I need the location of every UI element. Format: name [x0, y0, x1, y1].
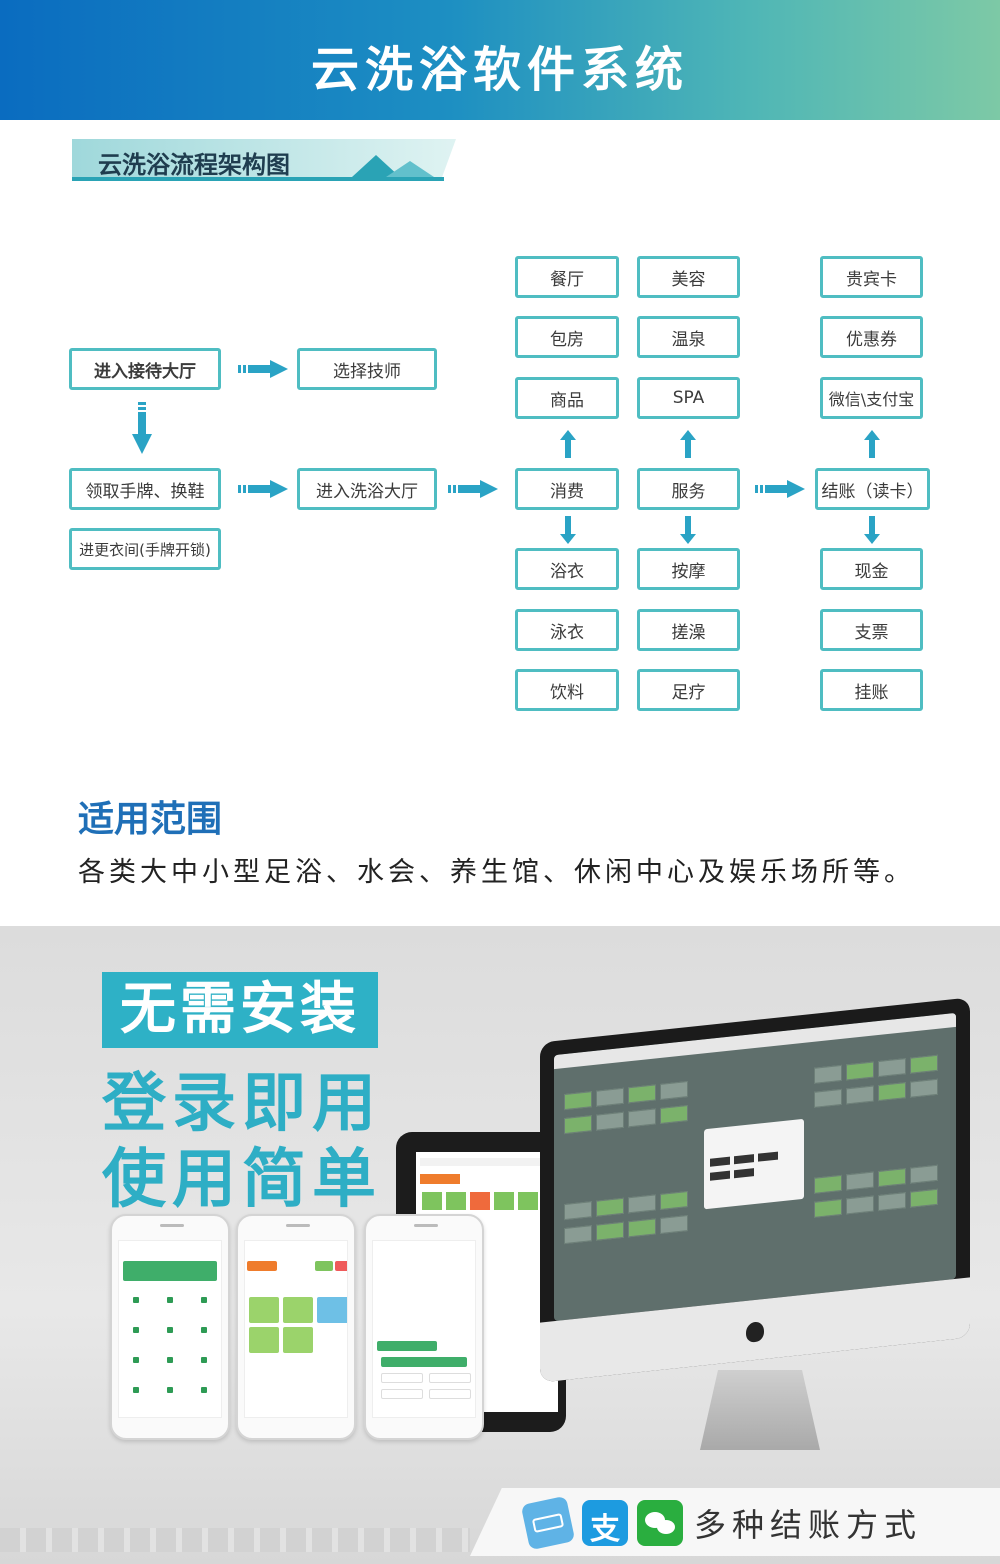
flow-item: 泳衣: [515, 609, 619, 651]
promo-line-1: 登录即用: [102, 1067, 382, 1141]
flow-item: 支票: [820, 609, 923, 651]
apple-logo-icon: [746, 1321, 764, 1343]
arrow-down-icon: [680, 516, 696, 544]
flow-item: SPA: [637, 377, 740, 419]
payment-label: 多种结账方式: [694, 1506, 923, 1544]
arrow-down-icon: [132, 402, 152, 454]
arrow-right-icon: [238, 360, 288, 378]
flow-item: 按摩: [637, 548, 740, 590]
arrow-right-icon: [238, 480, 288, 498]
flow-select-tech: 选择技师: [297, 348, 437, 390]
arrow-down-icon: [560, 516, 576, 544]
flow-bath-hall: 进入洗浴大厅: [297, 468, 437, 510]
flow-consume: 消费: [515, 468, 619, 510]
flow-item: 餐厅: [515, 256, 619, 298]
flow-reception: 进入接待大厅: [69, 348, 221, 390]
header-bar: 云洗浴软件系统: [0, 0, 1000, 120]
arrow-right-icon: [448, 480, 498, 498]
monitor-stand: [700, 1370, 820, 1450]
flow-item: 搓澡: [637, 609, 740, 651]
flow-item: 浴衣: [515, 548, 619, 590]
phone-screen: [244, 1240, 348, 1418]
flow-item: 商品: [515, 377, 619, 419]
arrow-up-icon: [560, 430, 576, 458]
flow-item: 现金: [820, 548, 923, 590]
modal-dialog: [704, 1118, 804, 1210]
phone-screen: [118, 1240, 222, 1418]
phone-screen: [372, 1240, 476, 1418]
section-title: 云洗浴流程架构图: [98, 151, 290, 179]
promo-badge: 无需安装: [102, 972, 378, 1048]
flow-service: 服务: [637, 468, 740, 510]
promo-line-2: 使用简单: [102, 1143, 382, 1217]
flow-locker: 进更衣间(手牌开锁): [69, 528, 221, 570]
section-banner: 云洗浴流程架构图: [72, 139, 456, 181]
flow-item: 温泉: [637, 316, 740, 358]
flow-item: 包房: [515, 316, 619, 358]
rfid-card-icon: [520, 1495, 576, 1551]
scope-text: 各类大中小型足浴、水会、养生馆、休闲中心及娱乐场所等。: [78, 857, 915, 888]
monitor-screen: [554, 1012, 956, 1322]
arrow-up-icon: [680, 430, 696, 458]
phone-device: [236, 1214, 356, 1440]
decorative-stripe: [0, 1528, 470, 1552]
phone-device: [110, 1214, 230, 1440]
flow-item: 贵宾卡: [820, 256, 923, 298]
flow-item: 挂账: [820, 669, 923, 711]
flow-checkout: 结账（读卡）: [815, 468, 930, 510]
alipay-icon: 支: [582, 1500, 628, 1547]
wechat-icon: [637, 1500, 683, 1546]
desktop-monitor: [500, 997, 970, 1450]
arrow-up-icon: [864, 430, 880, 458]
scope-title: 适用范围: [78, 799, 223, 840]
flow-get-tag: 领取手牌、换鞋: [69, 468, 221, 510]
mountain-icon: [352, 155, 434, 177]
flow-item: 微信\支付宝: [820, 377, 923, 419]
flow-item: 饮料: [515, 669, 619, 711]
arrow-down-icon: [864, 516, 880, 544]
flow-item: 美容: [637, 256, 740, 298]
flow-item: 足疗: [637, 669, 740, 711]
arrow-right-icon: [755, 480, 805, 498]
flow-item: 优惠券: [820, 316, 923, 358]
page-title: 云洗浴软件系统: [310, 42, 689, 98]
phone-device: [364, 1214, 484, 1440]
